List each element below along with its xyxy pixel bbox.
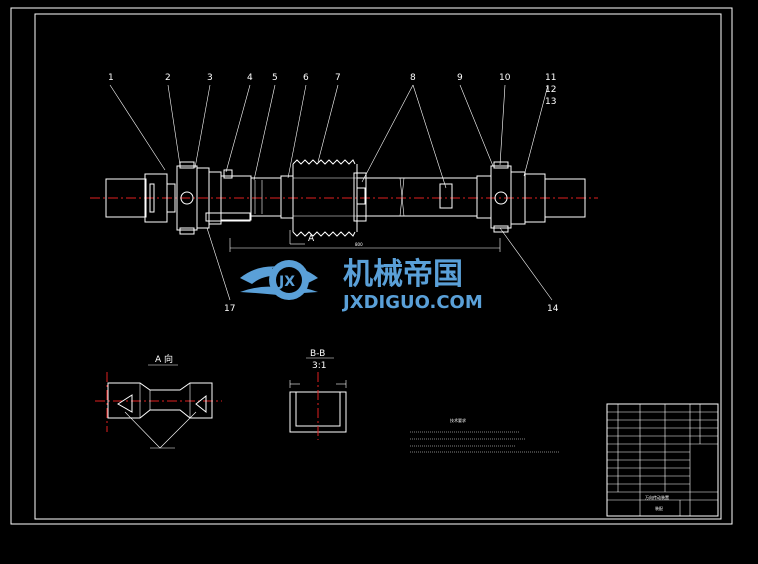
watermark-cn: 机械帝国 (343, 257, 463, 292)
part-label-12: 12 (545, 85, 556, 95)
part-label-10: 10 (499, 73, 511, 83)
watermark-en: JXDIGUO.COM (341, 292, 483, 313)
part-label-13: 13 (545, 97, 556, 107)
part-labels: 1 2 3 4 5 6 7 8 9 10 11 12 13 17 14 (108, 73, 559, 314)
part-label-4: 4 (247, 73, 253, 83)
part-label-14: 14 (547, 304, 559, 314)
part-label-1: 1 (108, 73, 114, 83)
view-a: A 向 (95, 353, 222, 449)
section-bb-scale: 3:1 (312, 361, 326, 371)
title-block-name: 万向传动装置 (645, 494, 669, 500)
main-assembly-view: 800 A (90, 159, 598, 252)
leader-lines (109, 84, 553, 301)
part-label-7: 7 (335, 73, 341, 83)
tech-req-title: 技术要求 (450, 417, 466, 423)
watermark: JX 机械帝国 JXDIGUO.COM (240, 257, 483, 313)
part-label-9: 9 (457, 73, 463, 83)
logo-letters: JX (278, 274, 295, 290)
view-a-title: A 向 (155, 353, 173, 365)
part-label-6: 6 (303, 73, 309, 83)
title-block-sub: 装配 (655, 505, 663, 511)
part-label-2: 2 (165, 73, 171, 83)
svg-text:800: 800 (355, 242, 363, 247)
part-label-8: 8 (410, 73, 416, 83)
outer-frame (10, 7, 733, 525)
part-label-17: 17 (224, 304, 235, 314)
title-block: 万向传动装置 装配 (606, 403, 719, 517)
section-bb-title: B-B (310, 349, 325, 359)
part-label-11: 11 (545, 73, 556, 83)
part-label-3: 3 (207, 73, 213, 83)
section-a-label: A (308, 234, 315, 244)
section-bb: B-B 3:1 (289, 349, 347, 440)
inner-frame (34, 13, 722, 520)
technical-requirements: 技术要求 (410, 417, 560, 453)
part-label-5: 5 (272, 73, 278, 83)
